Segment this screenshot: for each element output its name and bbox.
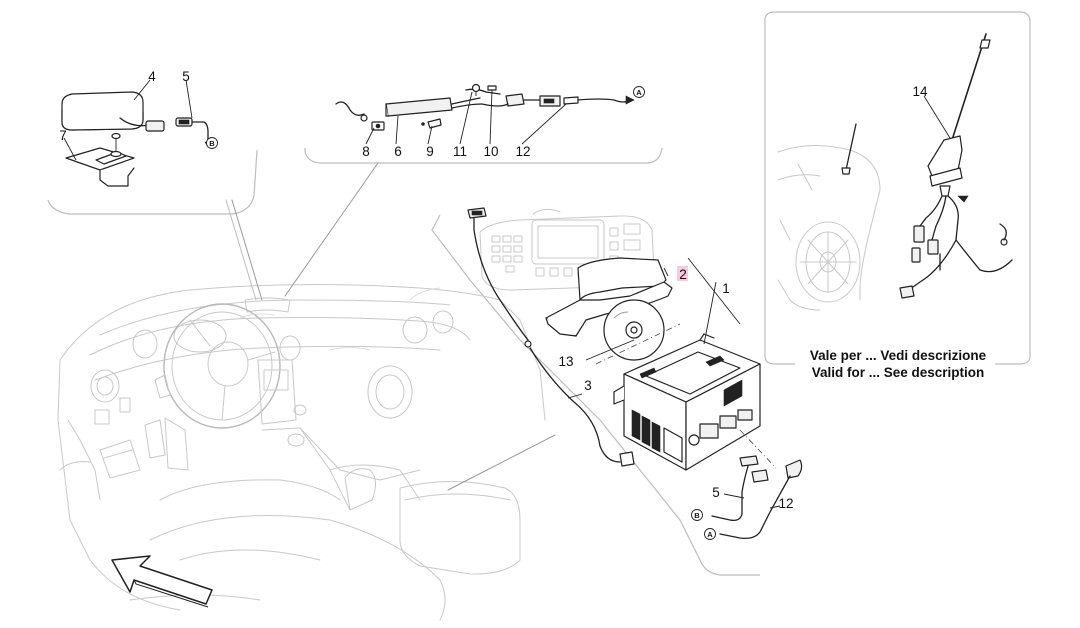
- callout-2: 2: [679, 267, 687, 282]
- part-4-module: [61, 91, 165, 132]
- connector-ref-a-top: A: [633, 86, 645, 98]
- callout-13: 13: [558, 354, 573, 369]
- callout-8: 8: [362, 144, 370, 159]
- projection-lines: [225, 162, 556, 491]
- part-10-11-connectors: [465, 83, 541, 107]
- callout-6: 6: [394, 144, 402, 159]
- svg-text:A: A: [707, 530, 713, 539]
- part-9-screw: [421, 118, 442, 129]
- part-8-clip: [335, 101, 385, 131]
- part-3-cable: [467, 207, 635, 467]
- part-14-antenna: [899, 33, 1013, 299]
- svg-text:B: B: [694, 511, 700, 520]
- note-english: Valid for ... See description: [812, 365, 985, 380]
- connector-ref-b-bottom: B: [691, 509, 703, 521]
- leader-lines: [63, 79, 951, 509]
- part-12-cable-top: [539, 95, 635, 107]
- svg-text:B: B: [209, 139, 215, 148]
- callout-12-top: 12: [515, 144, 530, 159]
- callout-3: 3: [584, 378, 592, 393]
- callout-11: 11: [453, 144, 467, 159]
- callout-4: 4: [148, 69, 156, 84]
- part-7-bracket: [65, 132, 135, 187]
- detail-frames: [47, 11, 1031, 576]
- callout-10: 10: [483, 144, 498, 159]
- callout-5-top: 5: [182, 69, 190, 84]
- assembly-axis: [595, 323, 681, 365]
- inset-validity-note: Vale per ... Vedi descrizione Valid for …: [810, 348, 987, 380]
- callout-labels: 4 5 7 8 6 9 11 10 12 2 1 13 3 5 12 14: [59, 69, 928, 511]
- connector-ref-b-top: B: [206, 137, 218, 149]
- callout-14: 14: [912, 84, 928, 99]
- note-italian: Vale per ... Vedi descrizione: [810, 348, 987, 363]
- car-interior-outline: [57, 283, 546, 621]
- part-6-amplifier: [385, 97, 483, 117]
- direction-arrow: [111, 555, 213, 605]
- callout-7: 7: [59, 128, 67, 143]
- part-13-cd: [603, 299, 665, 361]
- callout-1: 1: [722, 281, 730, 296]
- part-5-cable-bottom: [711, 455, 759, 522]
- callout-9: 9: [426, 144, 434, 159]
- callout-5-bottom: 5: [712, 485, 720, 500]
- part-5-cable-top: [175, 117, 212, 148]
- part-1-radio-chassis: [613, 333, 761, 471]
- callout-12-bottom: 12: [778, 496, 793, 511]
- part-12-cable-bottom: [719, 459, 803, 540]
- callout-2-highlight: [677, 266, 688, 281]
- inset-car-rear: [777, 123, 881, 311]
- connector-ref-a-bottom: A: [704, 528, 716, 540]
- svg-text:A: A: [636, 88, 642, 97]
